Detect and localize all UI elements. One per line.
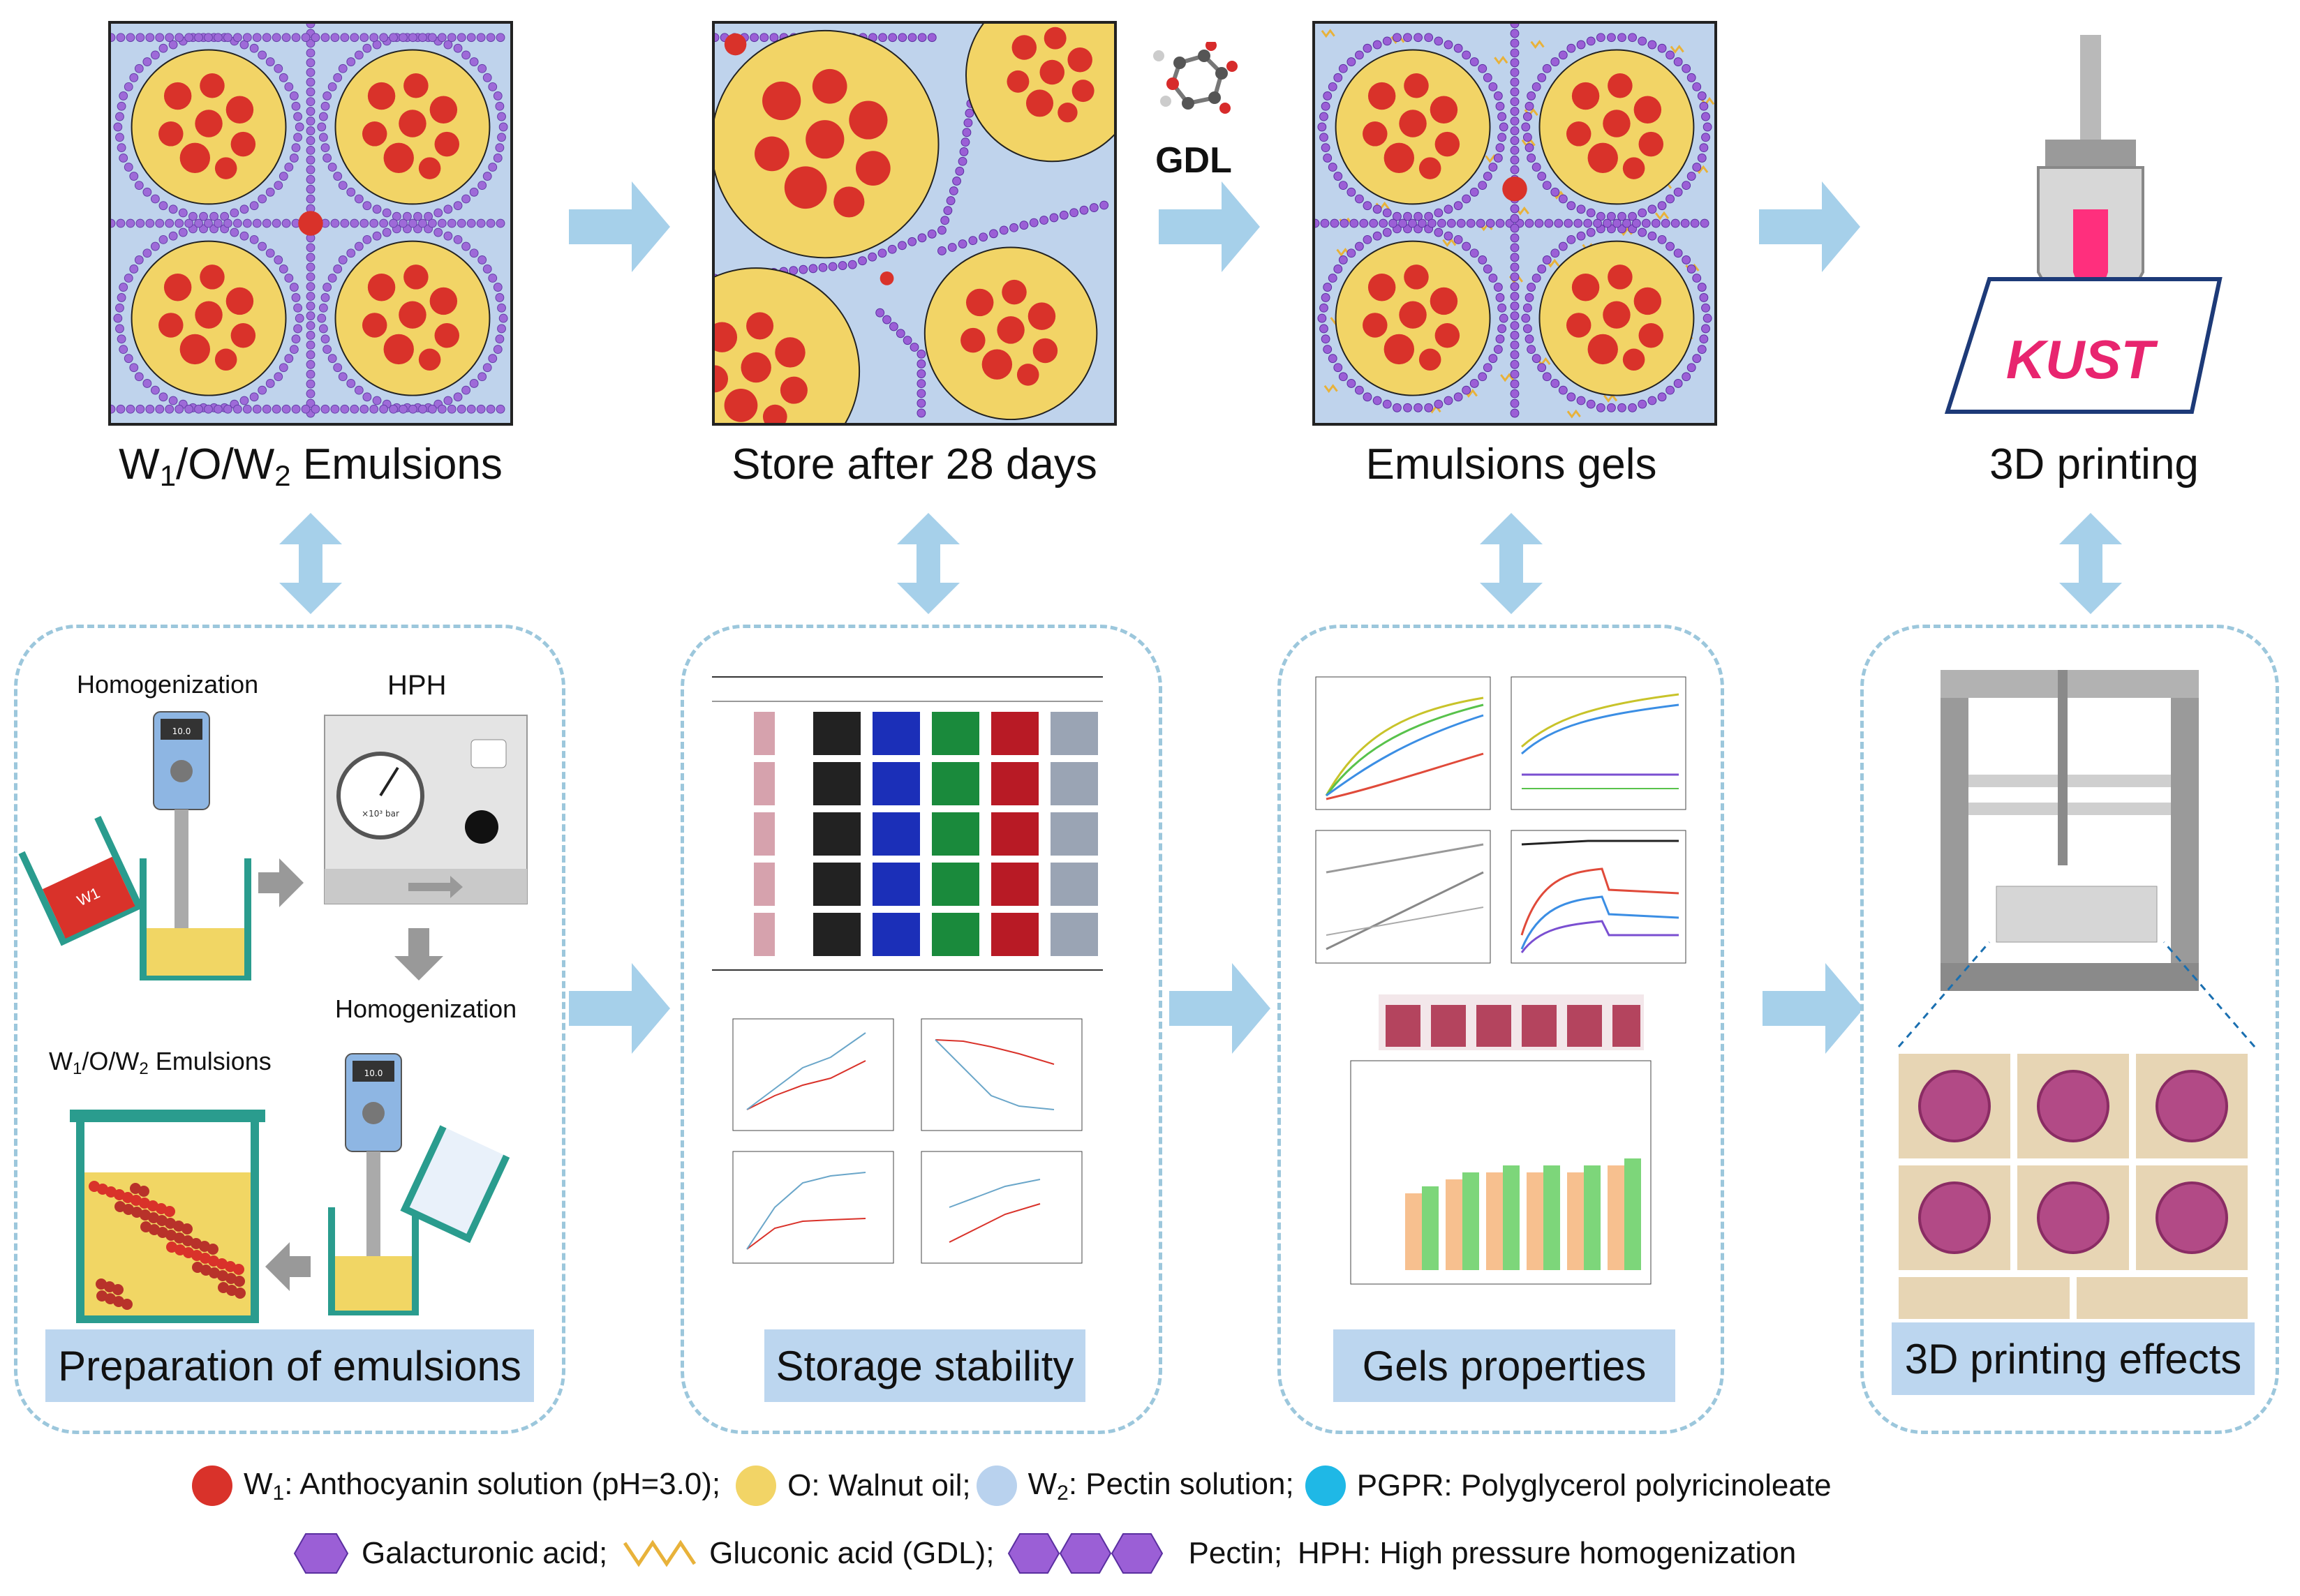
hph-machine-icon: ×10³ bar bbox=[324, 715, 528, 904]
homogenization-label-1: Homogenization bbox=[77, 670, 259, 699]
rheology-chart-1 bbox=[1315, 676, 1491, 810]
legend-pectin: Pectin; bbox=[1188, 1536, 1283, 1570]
rheology-chart-4 bbox=[1511, 830, 1686, 964]
legend-w1: W1: Anthocyanin solution (pH=3.0); bbox=[244, 1466, 721, 1505]
storage-chart-2 bbox=[921, 1018, 1083, 1131]
homogenization-label-2: Homogenization bbox=[335, 994, 517, 1023]
arrow-mid-1 bbox=[569, 963, 670, 1054]
arrow-mid-2 bbox=[1169, 963, 1270, 1054]
legend-row-2: Galacturonic acid; Gluconic acid (GDL); … bbox=[293, 1532, 1796, 1575]
gdl-label: GDL bbox=[1155, 140, 1232, 181]
gdl-molecule-icon bbox=[1153, 42, 1238, 114]
left-arrow bbox=[265, 1242, 311, 1291]
legend-hph: HPH: High pressure homogenization bbox=[1298, 1536, 1797, 1570]
pectin-chain-icon bbox=[1007, 1533, 1163, 1574]
section-gels: Gels properties bbox=[1277, 625, 1724, 1434]
printed-samples-grid bbox=[1899, 1054, 2248, 1319]
water-droplets bbox=[1363, 73, 1664, 371]
printing-figures bbox=[1897, 670, 2256, 1319]
gel-schematic bbox=[1315, 24, 1714, 419]
pectin-chains bbox=[111, 24, 508, 418]
svg-text:10.0: 10.0 bbox=[172, 726, 191, 736]
legend-gluconic: Gluconic acid (GDL); bbox=[709, 1536, 995, 1570]
homogenizer-icon: 10.0 bbox=[153, 711, 210, 928]
arrow-top-1 bbox=[569, 181, 670, 272]
arrow-top-3 bbox=[1759, 181, 1860, 272]
pgpr-swatch-icon bbox=[1305, 1466, 1346, 1506]
galacturonic-hexagon-icon bbox=[293, 1533, 349, 1574]
3d-printer-icon bbox=[1941, 670, 2199, 991]
svg-text:×10³ bar: ×10³ bar bbox=[362, 809, 399, 819]
beaker-icon bbox=[140, 858, 251, 980]
kust-text: KUST bbox=[2005, 329, 2155, 390]
title-preparation: Preparation of emulsions bbox=[45, 1329, 534, 1402]
gel-vials-photo bbox=[1379, 994, 1644, 1050]
gel-figures bbox=[1315, 676, 1686, 1285]
w2-swatch-icon bbox=[976, 1466, 1017, 1506]
title-storage: Storage stability bbox=[764, 1329, 1085, 1402]
stage-label-emulsions: W1/O/W2 Emulsions bbox=[119, 440, 503, 492]
section-preparation: Homogenization HPH Homogenization W1/O/W… bbox=[14, 625, 565, 1434]
storage-chart-3 bbox=[732, 1151, 894, 1264]
emulsion-schematic bbox=[111, 24, 508, 418]
svg-text:10.0: 10.0 bbox=[364, 1068, 383, 1078]
legend-row-1: W1: Anthocyanin solution (pH=3.0); O: Wa… bbox=[192, 1466, 1832, 1506]
preparation-illustration: 10.0 W1 ×10³ bar bbox=[18, 711, 528, 1323]
arrow-top-2 bbox=[1159, 181, 1260, 272]
title-gels: Gels properties bbox=[1333, 1329, 1675, 1402]
w1-swatch-icon bbox=[192, 1466, 232, 1506]
panel-gels bbox=[1312, 21, 1717, 426]
emulsion-beaker-icon bbox=[70, 1110, 265, 1323]
pouring-beaker-icon: W1 bbox=[18, 816, 144, 946]
storage-figures bbox=[712, 676, 1103, 1264]
storage-chart-1 bbox=[732, 1018, 894, 1131]
pouring-beaker-icon-2 bbox=[400, 1125, 510, 1244]
legend-galacturonic: Galacturonic acid; bbox=[362, 1536, 608, 1570]
clsm-image-table bbox=[712, 676, 1103, 971]
hardness-bar-chart bbox=[1350, 1060, 1652, 1285]
pectin-chains bbox=[1315, 24, 1712, 418]
process-arrow bbox=[258, 858, 304, 907]
printer-nozzle-illustration bbox=[1944, 35, 2223, 414]
emulsion-label: W1/O/W2 Emulsions bbox=[49, 1047, 272, 1078]
panel-store bbox=[712, 21, 1117, 426]
section-printing: 3D printing effects bbox=[1860, 625, 2279, 1434]
arrow-mid-3 bbox=[1763, 963, 1864, 1054]
nozzle-rod bbox=[2080, 35, 2101, 140]
stage-label-gels: Emulsions gels bbox=[1365, 440, 1657, 489]
stage-label-store: Store after 28 days bbox=[732, 440, 1097, 489]
legend-pgpr: PGPR: Polyglycerol polyricinoleate bbox=[1356, 1468, 1832, 1502]
homogenizer-icon-2: 10.0 bbox=[328, 1053, 419, 1315]
hph-label: HPH bbox=[387, 670, 447, 701]
vertical-double-arrows bbox=[279, 513, 2122, 614]
stage-label-printing: 3D printing bbox=[1989, 440, 2199, 489]
print-bed bbox=[1944, 277, 2223, 414]
section-storage: Storage stability bbox=[681, 625, 1162, 1434]
rheology-chart-3 bbox=[1315, 830, 1491, 964]
store-schematic bbox=[715, 24, 1114, 423]
title-printing: 3D printing effects bbox=[1892, 1322, 2255, 1395]
legend-oil: O: Walnut oil; bbox=[787, 1468, 971, 1502]
legend-w2: W2: Pectin solution; bbox=[1027, 1466, 1294, 1505]
storage-chart-4 bbox=[921, 1151, 1083, 1264]
gluconic-zigzag-icon bbox=[623, 1539, 697, 1567]
down-arrow bbox=[394, 928, 443, 980]
oil-swatch-icon bbox=[736, 1466, 777, 1506]
rheology-chart-2 bbox=[1511, 676, 1686, 810]
panel-emulsions bbox=[108, 21, 513, 426]
water-droplets bbox=[715, 27, 1095, 423]
water-droplets bbox=[158, 73, 460, 371]
